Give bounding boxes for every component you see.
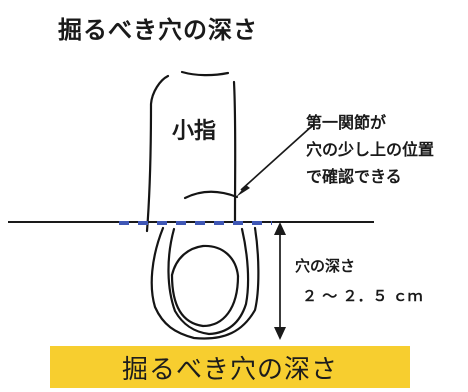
diagram-title: 掘るべき穴の深さ (58, 16, 258, 44)
depth-label: 穴の深さ (295, 257, 355, 275)
caption-bar: 掘るべき穴の深さ (50, 346, 410, 388)
finger-hole-inner-curve (167, 227, 250, 336)
callout-arrow (236, 125, 313, 197)
depth-arrow (274, 222, 286, 340)
callout-text-line-1: 第一関節が (306, 113, 386, 132)
depth-arrowhead-top (274, 222, 286, 235)
callout-text-line-2: 穴の少し上の位置 (306, 140, 434, 159)
finger-left-outline (145, 74, 170, 233)
finger-right-outline (232, 80, 237, 223)
callout-text-line-3: で確認できる (306, 167, 402, 186)
callout-arrowhead (236, 185, 250, 197)
finger-label: 小指 (172, 119, 216, 144)
fingertip-nail-top (170, 244, 240, 278)
finger-top-outline (180, 70, 230, 77)
fingertip-nail (170, 273, 240, 328)
callout-arrow-line (240, 125, 313, 191)
finger-hole-outer-curve (150, 226, 260, 340)
finger-outline (145, 70, 260, 340)
finger-joint-crease (183, 190, 239, 200)
depth-value: ２ ～ ２．５ ｃｍ (302, 287, 423, 305)
depth-arrowhead-bottom (274, 327, 286, 340)
